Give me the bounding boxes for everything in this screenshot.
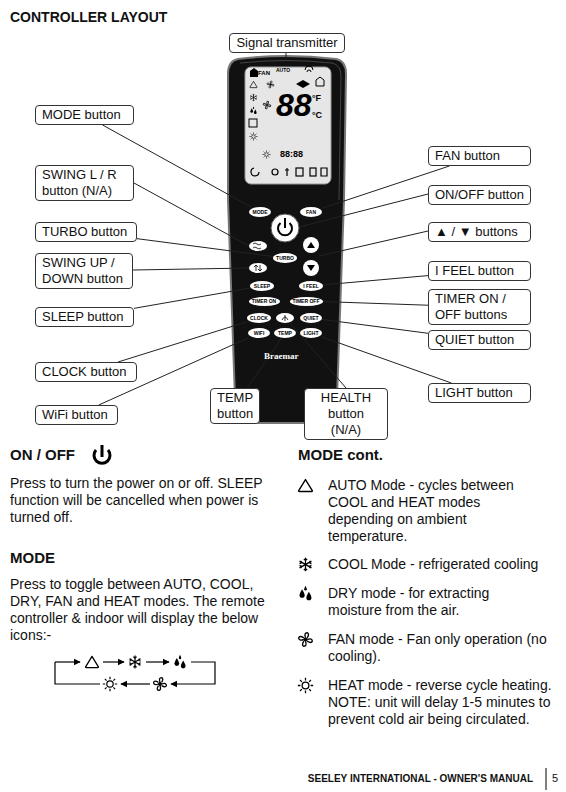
callout-box: FAN button xyxy=(428,146,531,166)
button-text: TIMER ON xyxy=(252,298,276,304)
leader-line xyxy=(118,322,247,362)
page-title: CONTROLLER LAYOUT xyxy=(10,9,167,25)
remote-button: TIMER OFF xyxy=(290,297,323,306)
display-text: 88 xyxy=(276,89,312,121)
display-text: °F xyxy=(312,93,321,103)
remote-button: SLEEP xyxy=(250,281,274,291)
callout-box: WiFi button xyxy=(35,405,118,425)
callout-box: Signal transmitter xyxy=(229,33,345,53)
callout-box: ON/OFF button xyxy=(428,185,531,205)
callout-text: SWING UP / DOWN button xyxy=(42,255,123,286)
body-text: SEELEY INTERNATIONAL - OWNER'S MANUAL xyxy=(230,773,533,785)
remote-button: TEMP xyxy=(274,328,296,338)
button-text: MODE xyxy=(253,209,268,215)
remote-button: TIMER ON xyxy=(249,297,280,306)
display-text: °C xyxy=(312,110,322,120)
callout-box: TIMER ON / OFF buttons xyxy=(428,289,531,325)
button-text: WIFI xyxy=(254,330,265,336)
callout-box: I FEEL button xyxy=(428,261,531,281)
callout-box: SLEEP button xyxy=(35,307,134,327)
display-text: Braemar xyxy=(264,352,298,362)
remote-button: WIFI xyxy=(248,328,270,338)
remote-button: CLOCK xyxy=(247,313,271,323)
callout-box: TURBO button xyxy=(35,222,137,242)
callout-box: ▲ / ▼ buttons xyxy=(428,222,531,242)
button-text: I FEEL xyxy=(303,283,319,289)
remote-button: LIGHT xyxy=(300,328,322,338)
callout-text: ON/OFF button xyxy=(435,187,524,202)
body-text: DRY mode - for extracting moisture from … xyxy=(328,585,528,619)
button-text: CLOCK xyxy=(250,315,268,321)
callout-box: CLOCK button xyxy=(35,362,137,382)
callout-text: LIGHT button xyxy=(435,385,513,400)
callout-text: TIMER ON / OFF buttons xyxy=(435,291,507,322)
callout-text: TURBO button xyxy=(42,224,127,239)
body-text: ON / OFF xyxy=(10,446,75,463)
remote-button: FAN xyxy=(300,207,322,217)
callout-text: ▲ / ▼ buttons xyxy=(435,224,518,239)
leader-line xyxy=(134,288,250,308)
leader-line xyxy=(247,338,281,388)
body-text: AUTO Mode - cycles between COOL and HEAT… xyxy=(328,477,543,545)
callout-text: WiFi button xyxy=(42,407,108,422)
button-text: FAN xyxy=(306,209,316,215)
body-text: MODE cont. xyxy=(298,446,383,463)
callout-box: HEALTH button (N/A) xyxy=(304,388,388,440)
callout-text: TEMP button xyxy=(217,390,253,421)
callout-box: SWING UP / DOWN button xyxy=(35,253,133,289)
callout-box: QUIET button xyxy=(428,330,531,350)
button-text: TEMP xyxy=(278,330,292,336)
leader-line xyxy=(322,319,428,333)
callout-text: Signal transmitter xyxy=(236,35,337,50)
body-text: FAN mode - Fan only operation (no coolin… xyxy=(328,631,548,665)
callout-text: SLEEP button xyxy=(42,309,123,324)
remote-button: TURBO xyxy=(273,253,297,263)
leader-line xyxy=(323,276,428,285)
callout-text: MODE button xyxy=(42,107,121,122)
callout-box: LIGHT button xyxy=(428,383,531,403)
button-text: TIMER OFF xyxy=(293,298,320,304)
body-text: 5 xyxy=(552,772,558,785)
display-text: FAN xyxy=(258,70,270,77)
remote-button: QUIET xyxy=(300,313,322,323)
callout-text: QUIET button xyxy=(435,332,514,347)
button-text: TURBO xyxy=(276,255,294,261)
button-text: SLEEP xyxy=(254,283,270,289)
body-text: MODE xyxy=(10,549,55,566)
callout-text: FAN button xyxy=(435,148,500,163)
leader-line xyxy=(137,239,273,257)
callout-box: MODE button xyxy=(35,105,134,125)
display-text: AUTO xyxy=(276,68,290,74)
body-text: HEAT mode - reverse cycle heating. NOTE:… xyxy=(328,677,560,728)
body-text: COOL Mode - refrigerated cooling xyxy=(328,556,563,573)
button-text: QUIET xyxy=(303,315,318,321)
remote-button: I FEEL xyxy=(299,281,323,291)
body-text: Press to turn the power on or off. SLEEP… xyxy=(10,475,282,526)
remote-button: MODE xyxy=(249,207,271,217)
leader-line xyxy=(323,302,429,306)
display-text: 88:88 xyxy=(280,149,303,159)
button-text: LIGHT xyxy=(304,330,319,336)
callout-box: SWING L / R button (N/A) xyxy=(35,165,134,201)
callout-text: SWING L / R button (N/A) xyxy=(42,167,117,198)
callout-text: I FEEL button xyxy=(435,263,514,278)
body-text: Press to toggle between AUTO, COOL, DRY,… xyxy=(10,576,275,644)
callout-box: TEMP button xyxy=(210,388,260,424)
callout-text: HEALTH button (N/A) xyxy=(321,390,371,437)
callout-text: CLOCK button xyxy=(42,364,127,379)
